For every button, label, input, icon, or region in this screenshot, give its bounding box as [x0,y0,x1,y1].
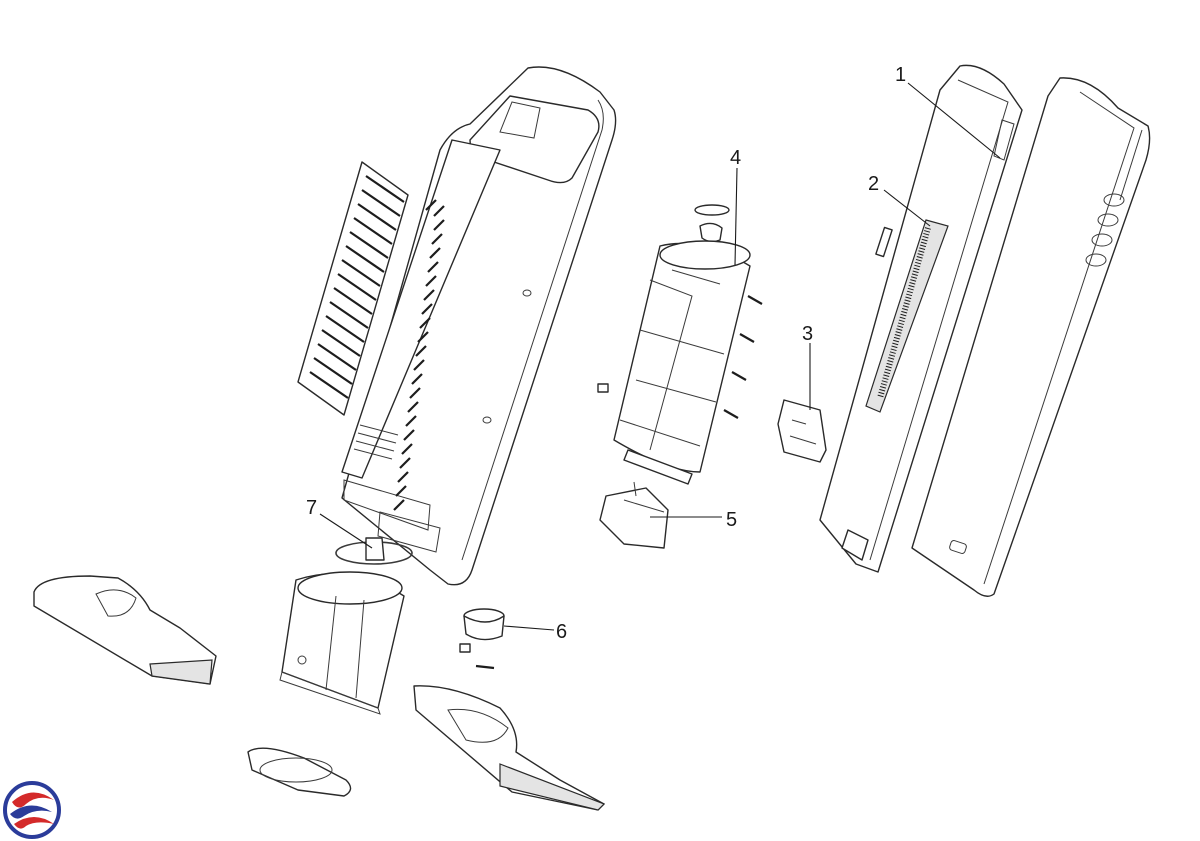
leader-7 [319,513,373,549]
right-foot-plate [413,685,606,811]
brand-swirl-logo [3,781,61,839]
part-1-inner-panel [819,64,1023,573]
part-2-heater-element [865,219,949,413]
front-panel [911,77,1151,597]
callout-6: 6 [556,621,567,643]
left-foot-plate [33,575,217,685]
callout-2: 2 [868,173,879,195]
callout-3: 3 [802,323,813,345]
callout-7: 7 [306,497,317,519]
callout-4: 4 [730,147,741,169]
callout-labels: 1 2 3 4 5 6 7 [306,64,906,643]
callout-1: 1 [895,64,906,86]
bottom-ring-plate [247,747,352,797]
part-6-knob [459,608,505,670]
leader-1 [907,82,1001,159]
part-4-fan-assembly [597,204,763,485]
tower-main-housing [341,66,617,586]
leader-6 [503,625,555,631]
rear-grille-panel [297,161,409,416]
leader-4 [734,167,738,266]
part-7-ring [335,537,413,565]
base-cylinder [279,571,405,715]
leader-2 [883,189,931,227]
part-5-motor [599,481,669,549]
tower-grille [353,199,445,511]
leader-lines [319,82,1001,631]
part-3-switch-bracket [777,399,827,463]
callout-5: 5 [726,509,737,531]
